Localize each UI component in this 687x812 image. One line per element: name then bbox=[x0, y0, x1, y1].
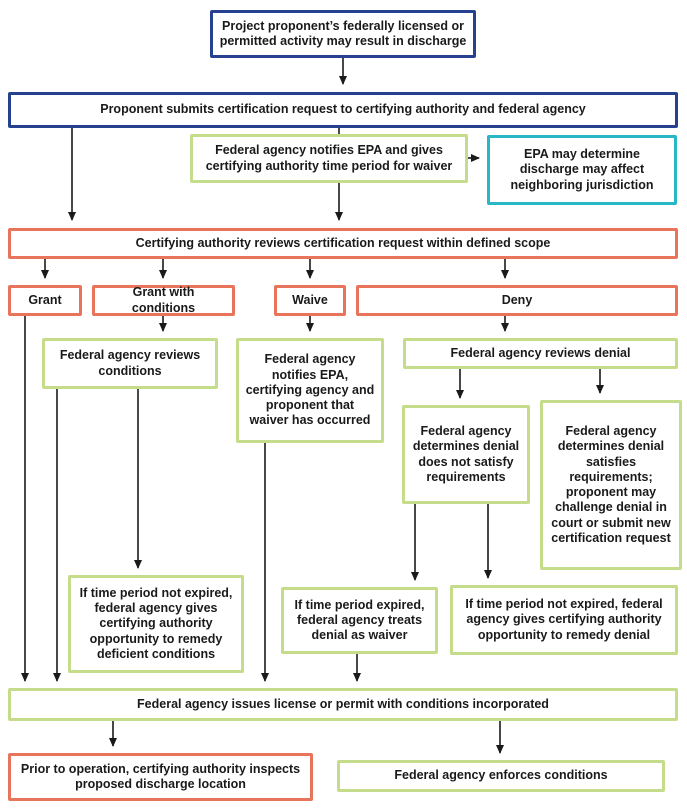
node-enforces: Federal agency enforces conditions bbox=[337, 760, 665, 792]
node-deny: Deny bbox=[356, 285, 678, 316]
node-notifies-waiver: Federal agency notifies EPA, certifying … bbox=[236, 338, 384, 443]
node-denial-satisfies: Federal agency determines denial satisfi… bbox=[540, 400, 682, 570]
node-review: Certifying authority reviews certificati… bbox=[8, 228, 678, 259]
node-start: Project proponent’s federally licensed o… bbox=[210, 10, 476, 58]
node-notify: Federal agency notifies EPA and gives ce… bbox=[190, 134, 468, 183]
node-treats-waiver: If time period expired, federal agency t… bbox=[281, 587, 438, 654]
node-inspects: Prior to operation, certifying authority… bbox=[8, 753, 313, 801]
node-remedy-deficient: If time period not expired, federal agen… bbox=[68, 575, 244, 673]
node-reviews-denial: Federal agency reviews denial bbox=[403, 338, 678, 369]
node-reviews-conditions: Federal agency reviews conditions bbox=[42, 338, 218, 389]
node-waive: Waive bbox=[274, 285, 346, 316]
node-epa: EPA may determine discharge may affect n… bbox=[487, 135, 677, 205]
node-issues: Federal agency issues license or permit … bbox=[8, 688, 678, 721]
node-grant-conditions: Grant with conditions bbox=[92, 285, 235, 316]
node-grant: Grant bbox=[8, 285, 82, 316]
node-remedy-denial: If time period not expired, federal agen… bbox=[450, 585, 678, 655]
node-denial-not-satisfy: Federal agency determines denial does no… bbox=[402, 405, 530, 504]
node-submit: Proponent submits certification request … bbox=[8, 92, 678, 128]
